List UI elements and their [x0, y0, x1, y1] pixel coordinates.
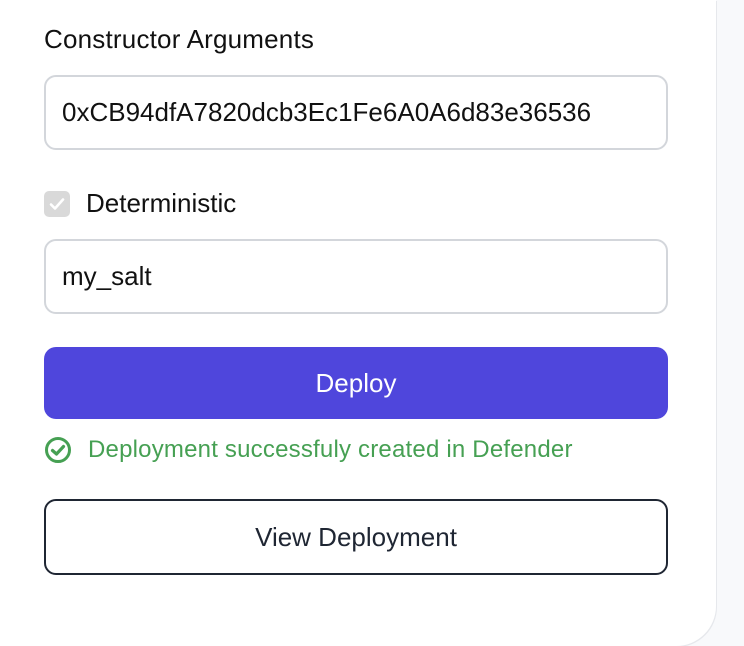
status-text: Deployment successfuly created in Defend… [88, 436, 573, 463]
status-message: Deployment successfuly created in Defend… [44, 436, 573, 464]
check-circle-icon [45, 437, 71, 463]
constructor-arguments-label: Constructor Arguments [44, 24, 315, 54]
constructor-arguments-input[interactable] [44, 75, 668, 150]
view-deployment-button[interactable]: View Deployment [44, 499, 668, 575]
deterministic-checkbox[interactable] [44, 190, 70, 217]
deterministic-row: Deterministic [44, 188, 236, 219]
deploy-panel: Constructor Arguments Deterministic Depl… [44, 24, 668, 575]
deterministic-label: Deterministic [86, 188, 237, 218]
checkmark-icon [49, 197, 65, 210]
deploy-button[interactable]: Deploy [44, 347, 668, 419]
salt-input[interactable] [44, 239, 668, 314]
